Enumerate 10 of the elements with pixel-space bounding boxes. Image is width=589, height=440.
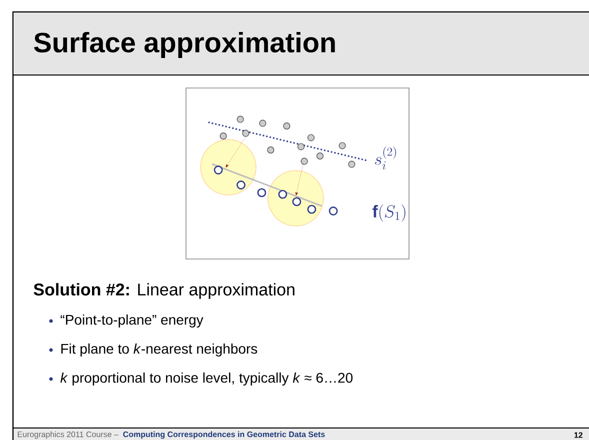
- footer-text: Computing Correspondences in Geometric Data Sets: [123, 431, 325, 439]
- bullet-text: Fit plane to k-nearest neighbors: [61, 343, 258, 357]
- slide-title: Surface approximation: [34, 32, 335, 58]
- heading-text: Solution #2: Linear approximation: [34, 283, 294, 299]
- label: $s_i^{(2)}$: [375, 146, 396, 170]
- bullet-text: “Point-to-plane” energy: [60, 314, 204, 328]
- label: $\mathbf{f}(S_1)$: [372, 204, 406, 222]
- page-number: 12: [574, 432, 582, 438]
- footer-text: Eurographics 2011 Course –: [18, 431, 118, 439]
- bullet-text: k proportional to noise level, typically k ≈ 6…20: [60, 372, 353, 386]
